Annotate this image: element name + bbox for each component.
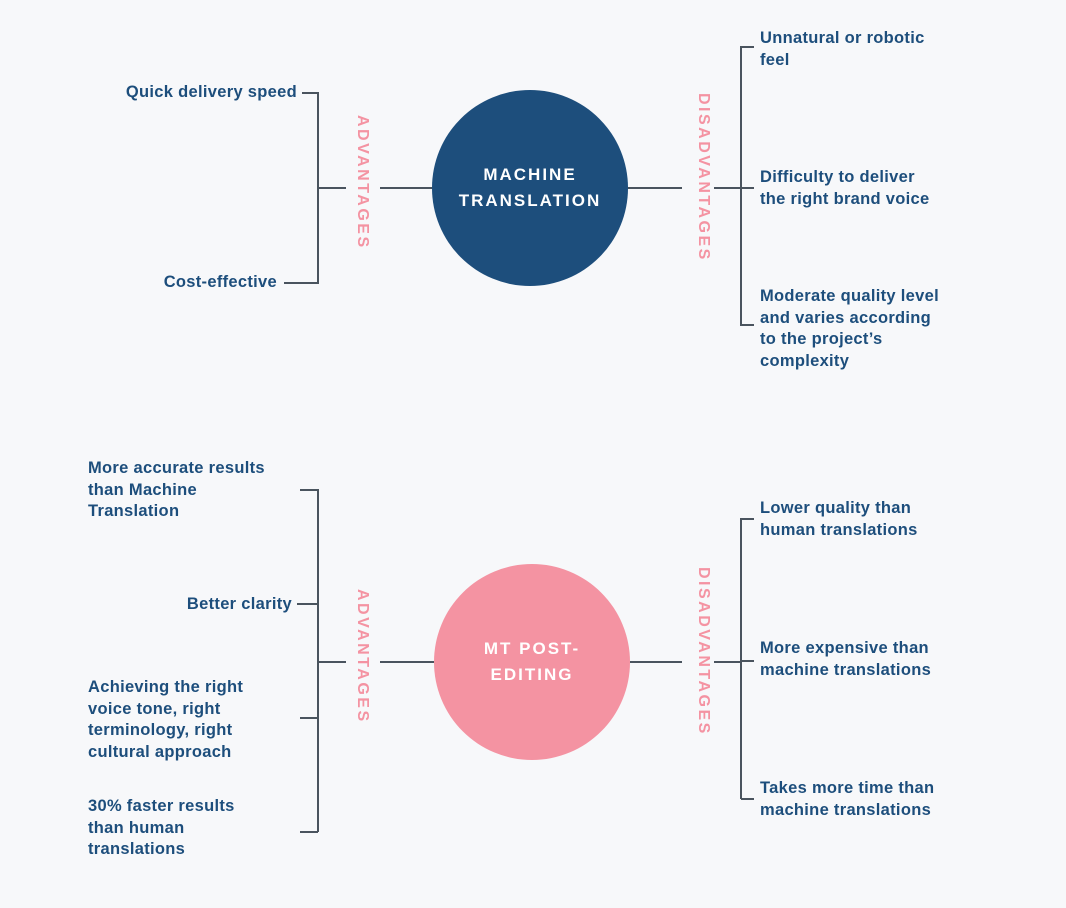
advantage-label: Better clarity: [186, 595, 292, 613]
tick-line: [741, 187, 754, 189]
tick-line: [741, 46, 754, 48]
advantages-heading: ADVANTAGES: [354, 115, 371, 250]
tick-line: [741, 798, 754, 800]
tick-line: [300, 831, 318, 833]
advantage-label: Cost-effective: [163, 273, 277, 291]
bracket-line: [317, 92, 319, 284]
tick-line: [300, 489, 318, 491]
connector-line: [318, 187, 346, 189]
disadvantage-label: Unnatural or robotic feel: [760, 29, 925, 69]
advantage-label: 30% faster results than human translatio…: [88, 797, 235, 858]
connector-line: [714, 187, 740, 189]
bracket-line: [740, 518, 742, 799]
machine-translation-node: MACHINE TRANSLATION: [432, 90, 628, 286]
connector-line: [714, 661, 740, 663]
tick-line: [284, 282, 318, 284]
disadvantages-heading: DISADVANTAGES: [695, 93, 712, 262]
bracket-line: [740, 46, 742, 326]
disadvantage-label: Takes more time than machine translation…: [760, 779, 935, 819]
tick-line: [741, 324, 754, 326]
connector-line: [318, 661, 346, 663]
node-label: MT POST- EDITING: [483, 638, 581, 684]
disadvantage-label: Moderate quality level and varies accord…: [760, 287, 939, 370]
mt-post-editing-node: MT POST- EDITING: [434, 564, 630, 760]
tick-line: [300, 717, 318, 719]
disadvantage-label: Difficulty to deliver the right brand vo…: [760, 168, 930, 208]
tick-line: [297, 603, 318, 605]
advantage-label: More accurate results than Machine Trans…: [88, 459, 265, 520]
node-label: MACHINE TRANSLATION: [458, 164, 602, 210]
tick-line: [741, 660, 754, 662]
advantages-heading: ADVANTAGES: [354, 589, 371, 724]
tick-line: [741, 518, 754, 520]
disadvantage-label: More expensive than machine translations: [760, 639, 932, 679]
disadvantage-label: Lower quality than human translations: [760, 499, 918, 539]
bracket-line: [317, 489, 319, 832]
connector-line: [628, 187, 682, 189]
tick-line: [302, 92, 318, 94]
connector-line: [380, 661, 434, 663]
disadvantages-heading: DISADVANTAGES: [695, 567, 712, 736]
connector-line: [630, 661, 682, 663]
advantage-label: Quick delivery speed: [125, 83, 297, 101]
connector-line: [380, 187, 432, 189]
advantage-label: Achieving the right voice tone, right te…: [88, 678, 244, 761]
